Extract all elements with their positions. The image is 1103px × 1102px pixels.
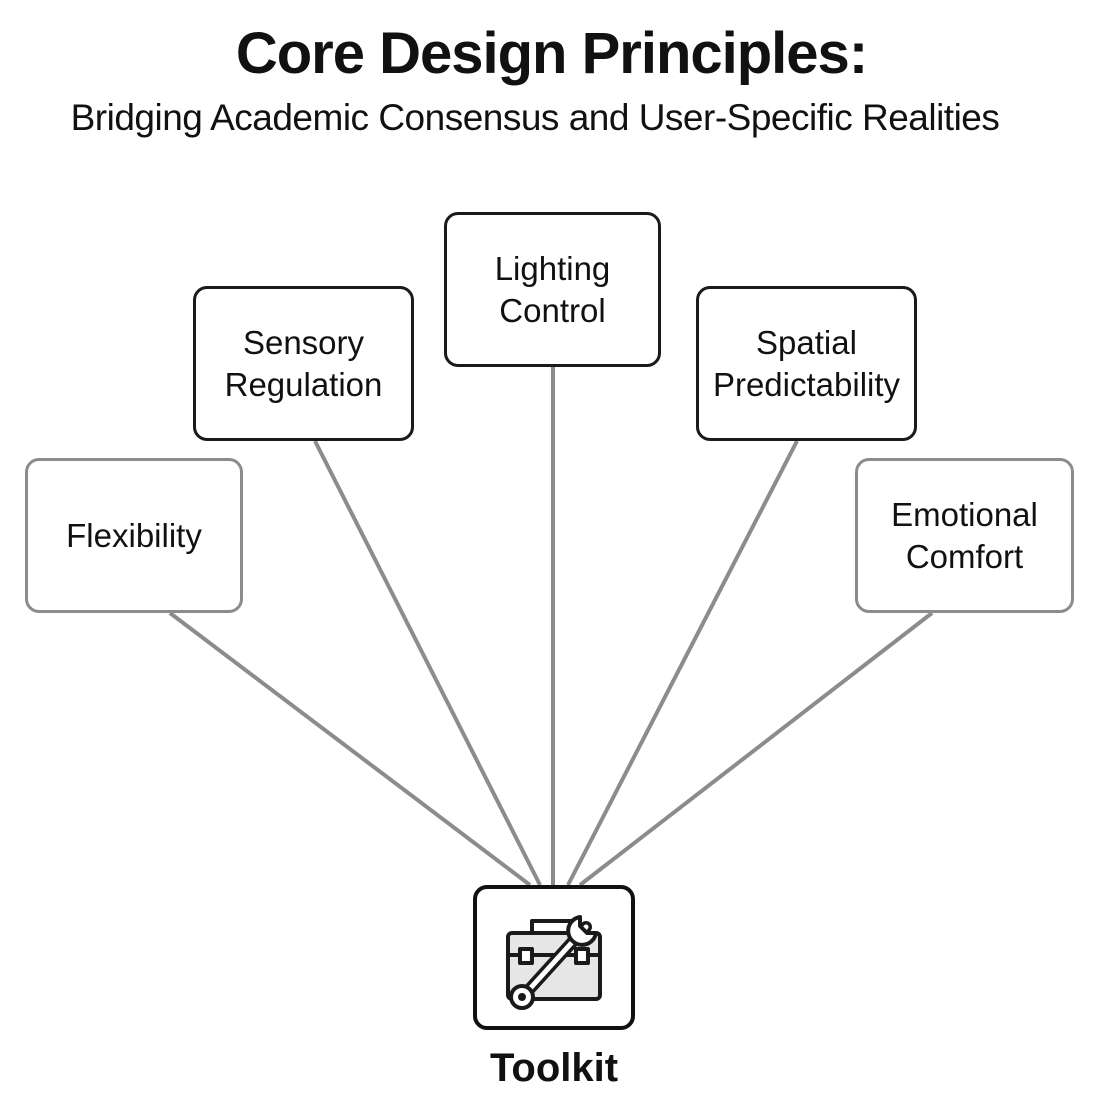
- connector-emotional-comfort: [578, 611, 934, 887]
- principle-sensory-regulation: Sensory Regulation: [193, 286, 414, 441]
- principle-label: Flexibility: [66, 516, 202, 554]
- toolkit-label: Toolkit: [489, 1046, 619, 1090]
- principle-label: Sensory Regulation: [224, 323, 383, 403]
- principle-label: Spatial Predictability: [712, 323, 901, 403]
- principle-label: Emotional Comfort: [891, 495, 1038, 575]
- toolbox-wrench-icon: [506, 914, 602, 1010]
- principle-lighting-control: Lighting Control: [444, 212, 661, 367]
- principle-spatial-predictability: Spatial Predictability: [696, 286, 917, 441]
- connector-sensory-regulation: [313, 440, 542, 886]
- principle-label: Lighting Control: [494, 249, 611, 329]
- diagram-subtitle: Bridging Academic Consensus and User-Spe…: [70, 97, 1000, 138]
- principle-emotional-comfort: Emotional Comfort: [855, 458, 1074, 613]
- diagram-title: Core Design Principles:: [235, 21, 868, 86]
- principle-flexibility: Flexibility: [25, 458, 243, 613]
- connector-flexibility: [168, 611, 532, 887]
- toolkit-hub: [473, 885, 635, 1030]
- connector-spatial-predictability: [566, 440, 799, 886]
